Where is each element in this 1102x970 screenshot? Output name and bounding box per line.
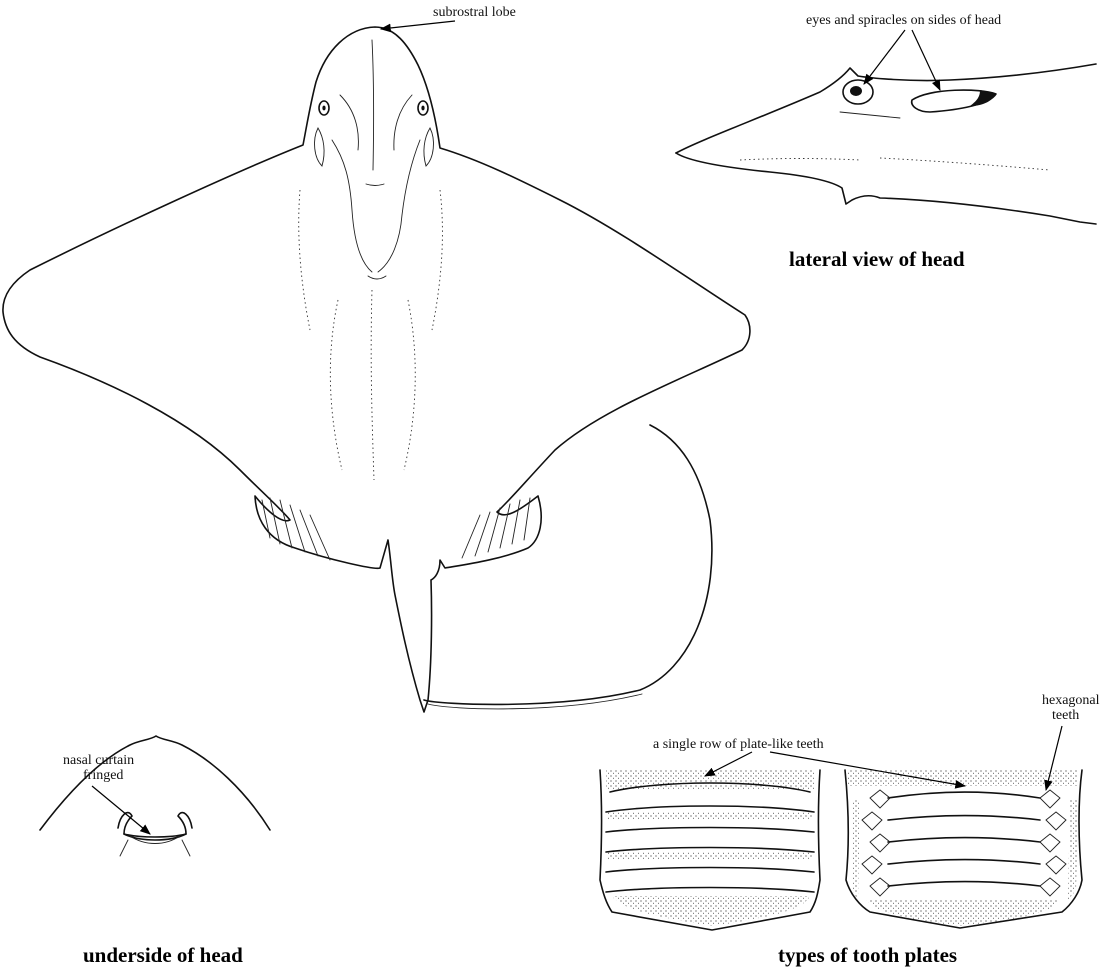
ray-disc-outline bbox=[3, 27, 750, 712]
underside-caption: underside of head bbox=[83, 943, 243, 967]
hexagonal-label-2: teeth bbox=[1052, 708, 1079, 723]
nasal-curtain-label-2: fringed bbox=[83, 768, 123, 783]
hexagonal-label-1: hexagonal bbox=[1042, 693, 1100, 708]
eyes-leader bbox=[864, 30, 905, 84]
tooth-plate-hexagonal bbox=[845, 770, 1082, 928]
nasal-curtain-leader bbox=[92, 786, 150, 834]
plate-teeth-label: a single row of plate-like teeth bbox=[653, 737, 824, 752]
subrostral-lobe-label: subrostral lobe bbox=[433, 5, 516, 20]
tooth-plates-caption: types of tooth plates bbox=[778, 943, 957, 967]
nasal-curtain-label-1: nasal curtain bbox=[63, 753, 134, 768]
tooth-plate-single-row bbox=[600, 770, 820, 930]
eyes-spiracles-label: eyes and spiracles on sides of head bbox=[806, 13, 1001, 28]
lateral-head-view bbox=[676, 64, 1096, 224]
ray-dorsal-view bbox=[3, 27, 750, 712]
lateral-view-caption: lateral view of head bbox=[789, 247, 965, 271]
subrostral-lobe-leader bbox=[381, 21, 455, 29]
